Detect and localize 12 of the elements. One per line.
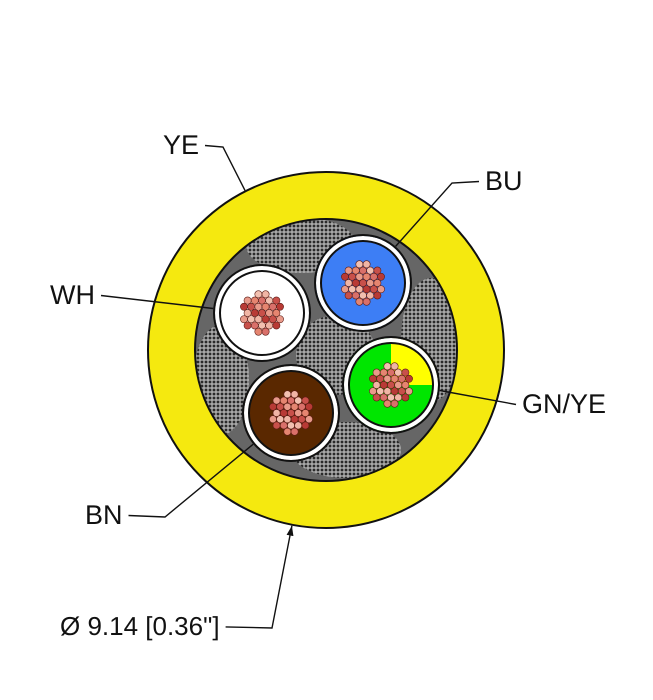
leader-line [395,180,480,247]
leader-line [440,390,516,406]
diameter-dimension-label: Ø 9.14 [0.36"] [60,612,220,642]
color-code-label: YE [163,130,200,162]
leader-line [100,294,214,310]
leader-line [204,144,246,191]
color-code-label: BN [85,500,123,532]
color-code-label: BU [485,166,523,198]
leader-line [128,444,254,518]
color-code-label: WH [50,280,95,312]
color-code-label: GN/YE [522,389,606,420]
leader-arrow [226,526,294,629]
